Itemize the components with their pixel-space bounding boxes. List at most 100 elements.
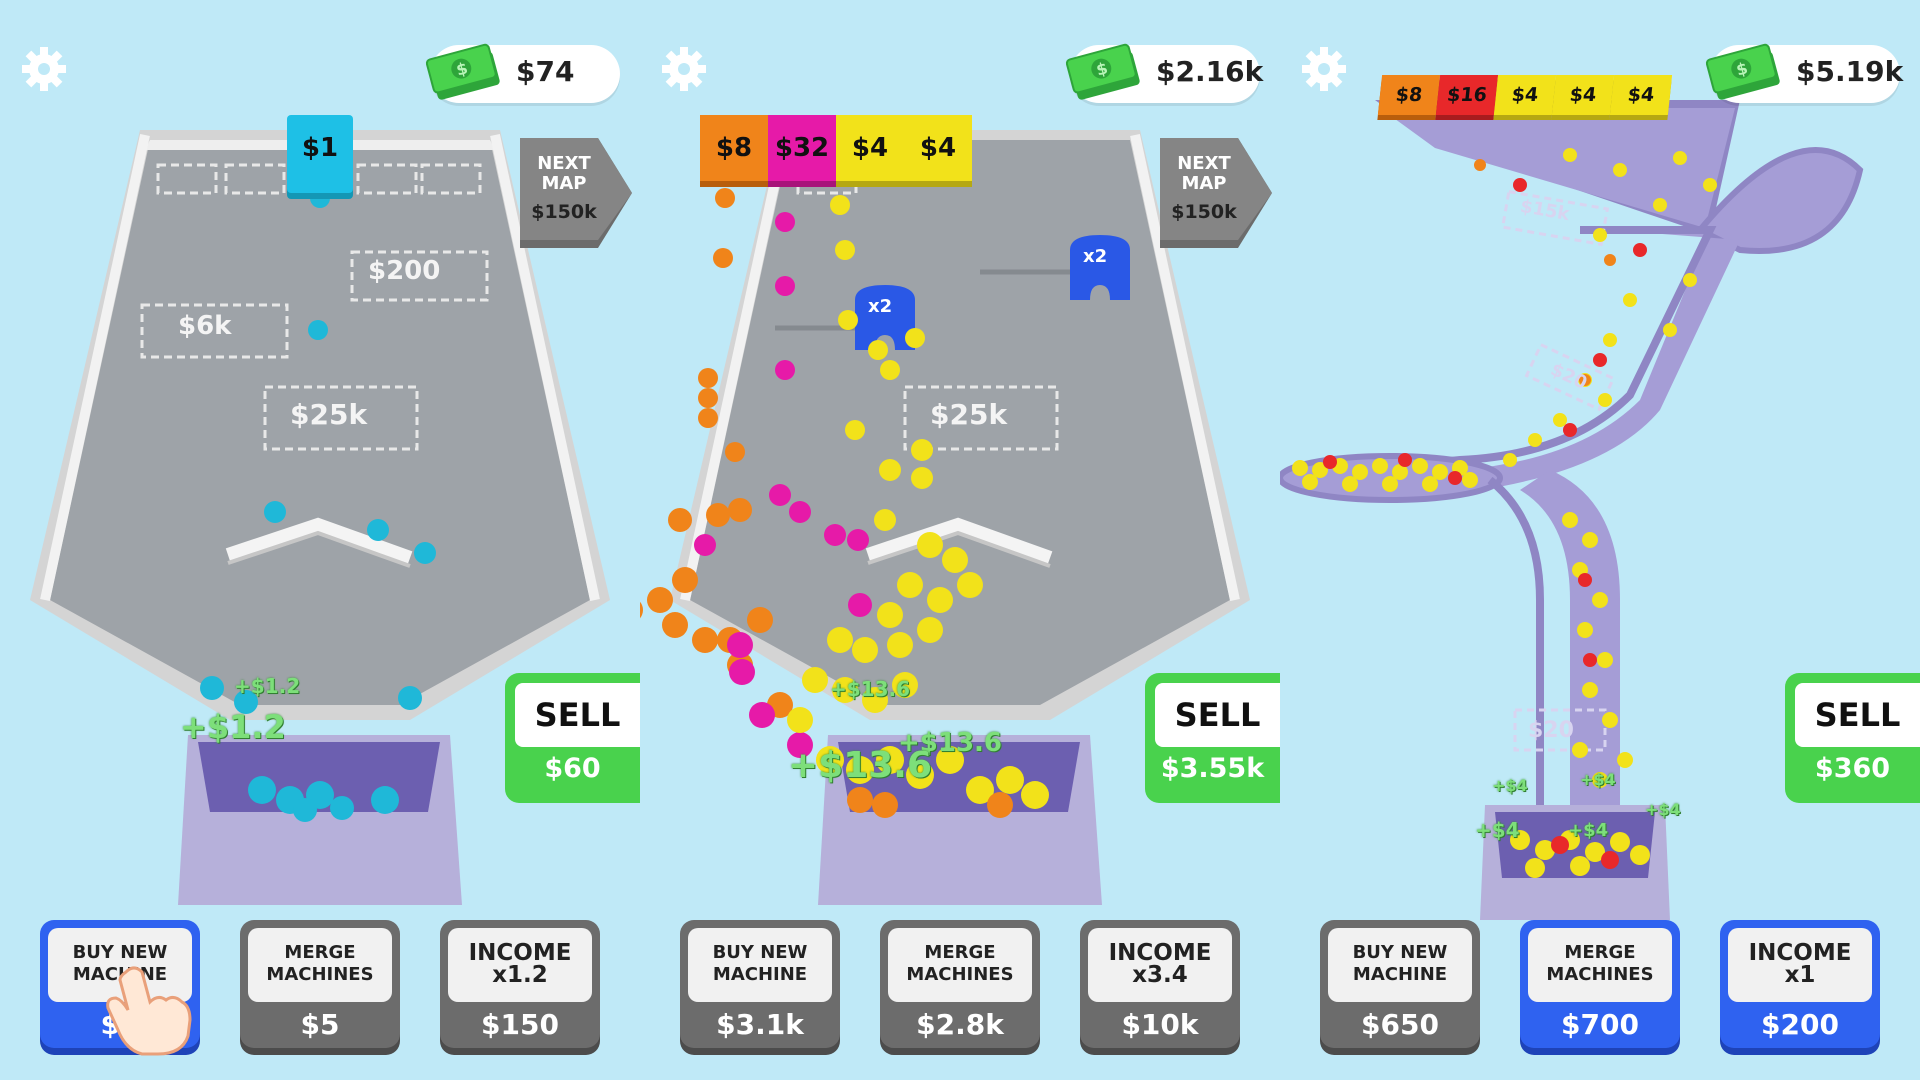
spiral-track <box>1280 100 1864 920</box>
zone-label: $200 <box>368 256 441 286</box>
multiplier-gate-label: x2 <box>868 296 893 317</box>
button-label: INCOME x1.2 <box>468 940 572 988</box>
svg-text:$: $ <box>1094 58 1110 79</box>
machine-2[interactable]: $32 <box>768 115 836 181</box>
machine-1[interactable]: $1 <box>287 115 353 193</box>
sell-price: $360 <box>1814 753 1891 784</box>
game-panel-3: $8 $16 $4 $4 $4 $15k $20 $20 +$4 +$4 +$4… <box>1280 0 1920 1080</box>
machine-value: $4 <box>1568 84 1598 106</box>
button-label: BUY NEW MACHINE <box>712 942 808 985</box>
income-float: +$1.2 <box>180 708 286 746</box>
machine-value: $4 <box>919 133 957 163</box>
income-float: +$4 <box>1580 770 1616 789</box>
income-float: +$4 <box>1645 800 1681 819</box>
game-panel-2: $8 $32 $4 $4 x2 x2 $25k +$13.6 +$13.6 +$… <box>640 0 1280 1080</box>
machine-value: $4 <box>1510 84 1540 106</box>
button-label: MERGE MACHINES <box>906 942 1014 985</box>
button-price: $200 <box>1761 1008 1839 1041</box>
multiplier-gate-label: x2 <box>1083 246 1108 267</box>
next-map-price: $150k <box>531 201 597 223</box>
sell-label: SELL <box>515 683 640 747</box>
machine-4[interactable]: $4 <box>1551 75 1615 115</box>
next-map-button[interactable]: NEXT MAP $150k <box>520 138 632 248</box>
next-map-button[interactable]: NEXT MAP $150k <box>1160 138 1272 248</box>
sell-button[interactable]: SELL $360 <box>1785 673 1920 803</box>
settings-gear-icon[interactable] <box>1300 45 1348 93</box>
money-display: $ $74 <box>425 43 620 103</box>
machine-value: $1 <box>301 133 339 163</box>
sell-label: SELL <box>1155 683 1280 747</box>
machine-2[interactable]: $16 <box>1435 75 1499 115</box>
sell-button[interactable]: SELL $3.55k <box>1145 673 1280 803</box>
machine-1[interactable]: $8 <box>1377 75 1441 115</box>
machine-4[interactable]: $4 <box>904 115 972 181</box>
button-label: INCOME x1 <box>1748 940 1852 988</box>
income-float: +$4 <box>1475 818 1520 842</box>
settings-gear-icon[interactable] <box>660 45 708 93</box>
next-map-price: $150k <box>1171 201 1237 223</box>
money-amount: $2.16k <box>1156 55 1264 88</box>
income-float: +$4 <box>1568 820 1609 841</box>
cash-icon: $ <box>425 43 500 100</box>
next-map-line1: NEXT <box>537 153 591 174</box>
machine-value: $4 <box>851 133 889 163</box>
sell-label: SELL <box>1795 683 1920 747</box>
buy-new-machine-button[interactable]: BUY NEW MACHINE $3.1k <box>680 920 840 1048</box>
button-label: MERGE MACHINES <box>1546 942 1654 985</box>
machine-3[interactable]: $4 <box>836 115 904 181</box>
machine-3[interactable]: $4 <box>1493 75 1557 115</box>
money-amount: $5.19k <box>1796 55 1904 88</box>
next-map-line1: NEXT <box>1177 153 1231 174</box>
sell-button[interactable]: SELL $60 <box>505 673 640 803</box>
income-float: +$4 <box>1492 776 1528 795</box>
machine-value: $32 <box>774 133 830 163</box>
buy-new-machine-button[interactable]: BUY NEW MACHINE $650 <box>1320 920 1480 1048</box>
income-float: +$13.6 <box>788 745 933 786</box>
button-price: $2.8k <box>916 1008 1004 1041</box>
money-display: $ $2.16k <box>1065 43 1264 103</box>
next-map-line2: MAP <box>541 173 587 194</box>
sell-price: $3.55k <box>1160 753 1265 784</box>
game-panel-1: $1 $200 $6k $25k +$1.2 +$1.2 $ $74 NEXT … <box>0 0 640 1080</box>
next-map-line2: MAP <box>1181 173 1227 194</box>
pinball-board-1 <box>30 130 610 905</box>
income-float: +$1.2 <box>234 674 301 698</box>
button-price: $5 <box>300 1008 340 1041</box>
button-price: $650 <box>1361 1008 1439 1041</box>
button-label: BUY NEW MACHINE <box>1352 942 1448 985</box>
income-button[interactable]: INCOME x1 $200 <box>1720 920 1880 1048</box>
hand-pointer-icon <box>106 966 192 1056</box>
cash-icon: $ <box>1705 43 1780 100</box>
pinball-board-2 <box>640 130 1250 905</box>
button-price: $700 <box>1561 1008 1639 1041</box>
machine-value: $8 <box>715 133 753 163</box>
sell-price: $60 <box>544 753 601 784</box>
zone-label: $25k <box>290 398 368 431</box>
button-price: $3.1k <box>716 1008 804 1041</box>
zone-label: $20 <box>1528 718 1574 743</box>
button-price: $150 <box>481 1008 559 1041</box>
machine-value: $16 <box>1446 84 1488 106</box>
svg-text:$: $ <box>1734 58 1750 79</box>
merge-machines-button[interactable]: MERGE MACHINES $700 <box>1520 920 1680 1048</box>
button-label: INCOME x3.4 <box>1108 940 1212 988</box>
zone-label: $6k <box>178 311 232 341</box>
merge-machines-button[interactable]: MERGE MACHINES $5 <box>240 920 400 1048</box>
machine-value: $8 <box>1394 84 1424 106</box>
merge-machines-button[interactable]: MERGE MACHINES $2.8k <box>880 920 1040 1048</box>
money-display: $ $5.19k <box>1705 43 1904 103</box>
income-button[interactable]: INCOME x1.2 $150 <box>440 920 600 1048</box>
zone-label: $25k <box>930 398 1008 431</box>
income-float: +$13.6 <box>830 677 911 701</box>
machine-1[interactable]: $8 <box>700 115 768 181</box>
machine-5[interactable]: $4 <box>1609 75 1673 115</box>
settings-gear-icon[interactable] <box>20 45 68 93</box>
money-amount: $74 <box>516 55 575 88</box>
machine-value: $4 <box>1626 84 1656 106</box>
income-float: +$13.6 <box>898 728 1003 758</box>
cash-icon: $ <box>1065 43 1140 100</box>
button-label: MERGE MACHINES <box>266 942 374 985</box>
button-price: $10k <box>1121 1008 1199 1041</box>
svg-text:$: $ <box>454 58 470 79</box>
income-button[interactable]: INCOME x3.4 $10k <box>1080 920 1240 1048</box>
